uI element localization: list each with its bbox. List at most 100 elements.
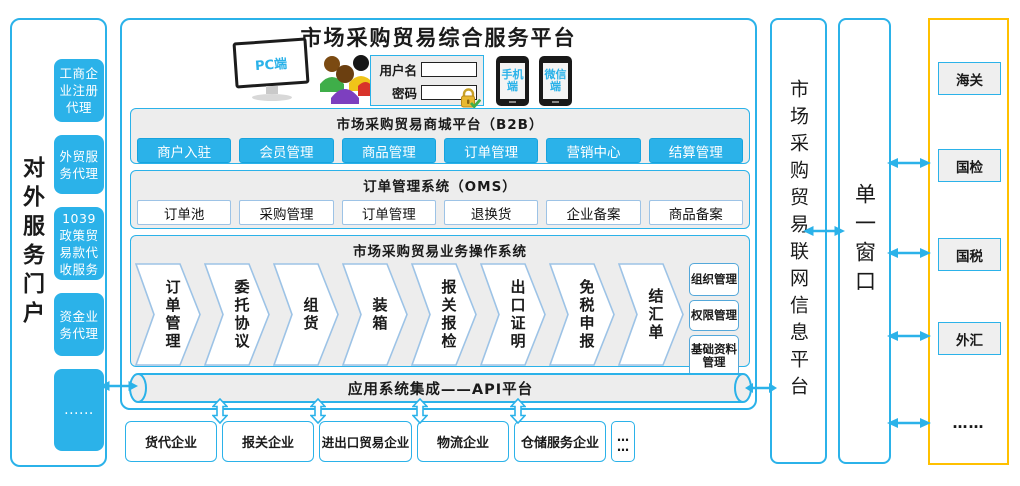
wechat-screen: 微信端 (543, 63, 568, 99)
agency-inspection: 国检 (938, 149, 1001, 182)
oms-section: 订单管理系统（OMS） 订单池 采购管理 订单管理 退换货 企业备案 商品备案 (130, 170, 750, 229)
username-row: 用户名 (377, 60, 477, 79)
oms-module-row: 订单池 采购管理 订单管理 退换货 企业备案 商品备案 (131, 195, 749, 225)
password-row: 密码 (377, 83, 482, 109)
portal-item-business-registration: 工商企业注册代理 (54, 59, 104, 122)
government-agencies-panel: 海关 国检 国税 外汇 …… (928, 18, 1009, 465)
arrow-api-customs-broker (309, 397, 327, 425)
api-platform-label: 应用系统集成——API平台 (347, 381, 534, 398)
oms-module-enterprise-filing: 企业备案 (546, 200, 641, 225)
portal-item-more: ...... (54, 369, 104, 451)
flow-step-label: 组货 (301, 296, 320, 333)
b2b-module-marketing-center: 营销中心 (546, 138, 641, 163)
b2b-module-product-mgmt: 商品管理 (341, 138, 436, 163)
portal-item-list: 工商企业注册代理 外贸服务代理 1039政策贸易款代收服务 资金业务代理 ...… (54, 59, 104, 451)
agency-customs: 海关 (938, 62, 1001, 95)
flow-step-label: 免税申报 (577, 278, 596, 351)
flow-step-tax-free-declaration: 免税申报 (549, 263, 615, 366)
platform-title: 市场采购贸易综合服务平台 (300, 26, 577, 50)
arrow-window-inspection (887, 155, 931, 169)
networked-info-platform: 市场采购贸易联网信息平台 (770, 18, 827, 464)
username-label: 用户名 (379, 62, 417, 78)
oms-module-product-filing: 商品备案 (648, 200, 743, 225)
b2b-module-merchant-entry: 商户入驻 (137, 138, 232, 163)
b2b-module-order-mgmt: 订单管理 (443, 138, 539, 163)
partner-more-dots: … (617, 429, 629, 444)
partner-more-box: … … (611, 421, 635, 462)
arrow-api-trader (411, 397, 429, 425)
partner-freight-forwarder: 货代企业 (125, 421, 217, 462)
wechat-terminal-icon: 微信端 (539, 56, 572, 106)
portal-title: 对外服务门户 (19, 155, 44, 330)
flow-step-label: 报关报检 (439, 278, 458, 351)
oms-module-purchase-mgmt: 采购管理 (239, 200, 334, 225)
oms-module-order-pool: 订单池 (137, 200, 232, 225)
wechat-terminal-label: 微信端 (544, 68, 567, 93)
partner-import-export-trader: 进出口贸易企业 (319, 421, 412, 462)
partner-customs-broker: 报关企业 (222, 421, 314, 462)
pc-terminal-label: PC端 (254, 56, 288, 74)
arrow-portal-api (100, 378, 138, 392)
flow-step-export-certificate: 出口证明 (480, 263, 546, 366)
username-input[interactable] (421, 61, 477, 77)
b2b-section-title: 市场采购贸易商城平台（B2B） (336, 117, 544, 133)
monitor-icon: PC端 (232, 37, 310, 89)
arrow-api-logistics (509, 397, 527, 425)
portal-item-capital-agency: 资金业务代理 (54, 293, 104, 356)
admin-module-organization: 组织管理 (689, 263, 739, 296)
mobile-screen: 手机端 (500, 63, 525, 99)
flow-step-container-loading: 装箱 (342, 263, 408, 366)
password-label: 密码 (391, 85, 417, 101)
partner-warehousing: 仓储服务企业 (514, 421, 606, 462)
arrow-network-single-window (803, 223, 845, 237)
lock-check-icon (457, 86, 482, 110)
ops-section-title: 市场采购贸易业务操作系统 (353, 244, 527, 260)
flow-step-label: 委托协议 (232, 278, 251, 351)
agency-more-dots: …… (952, 414, 985, 432)
business-operation-section: 市场采购贸易业务操作系统 订单管理 委托协议 组货 (130, 235, 750, 377)
arrow-window-more (887, 415, 931, 429)
b2b-module-settlement-mgmt: 结算管理 (648, 138, 743, 163)
flow-step-cargo-grouping: 组货 (273, 263, 339, 366)
api-platform-bus: 应用系统集成——API平台 (128, 372, 753, 404)
ops-body: 订单管理 委托协议 组货 装箱 (131, 260, 749, 377)
arrow-api-freight (211, 397, 229, 425)
b2b-mall-section: 市场采购贸易商城平台（B2B） 商户入驻 会员管理 商品管理 订单管理 营销中心… (130, 108, 750, 164)
monitor-base (252, 94, 292, 101)
arrow-api-network-platform (745, 380, 777, 394)
flow-step-label: 订单管理 (163, 278, 182, 351)
b2b-module-row: 商户入驻 会员管理 商品管理 订单管理 营销中心 结算管理 (131, 133, 749, 163)
admin-module-column: 组织管理 权限管理 基础资料管理 (689, 263, 739, 377)
partner-logistics: 物流企业 (417, 421, 509, 462)
external-service-portal: 对外服务门户 工商企业注册代理 外贸服务代理 1039政策贸易款代收服务 资金业… (10, 18, 107, 467)
flow-step-customs-declaration: 报关报检 (411, 263, 477, 366)
monitor-stand (266, 86, 278, 94)
arrow-window-forex (887, 328, 931, 342)
partner-more-dots: … (617, 439, 629, 454)
b2b-module-member-mgmt: 会员管理 (239, 138, 334, 163)
mobile-terminal-label: 手机端 (501, 68, 524, 93)
agency-tax: 国税 (938, 238, 1001, 271)
flow-step-label: 装箱 (370, 296, 389, 333)
flow-step-label: 出口证明 (508, 278, 527, 351)
flow-step-order-mgmt: 订单管理 (135, 263, 201, 366)
agency-forex: 外汇 (938, 322, 1001, 355)
oms-section-title: 订单管理系统（OMS） (363, 179, 517, 195)
oms-module-order-mgmt: 订单管理 (341, 200, 436, 225)
portal-item-1039-collection: 1039政策贸易款代收服务 (54, 207, 104, 280)
admin-module-basic-data: 基础资料管理 (689, 335, 739, 377)
login-panel: 用户名 密码 (370, 55, 484, 109)
single-window: 单一窗口 (838, 18, 891, 464)
portal-item-foreign-trade-agency: 外贸服务代理 (54, 135, 104, 194)
process-flow: 订单管理 委托协议 组货 装箱 (135, 263, 684, 377)
mobile-terminal-icon: 手机端 (496, 56, 529, 106)
oms-module-returns: 退换货 (443, 200, 539, 225)
users-group-icon (318, 50, 374, 106)
partner-enterprise-row: 货代企业 报关企业 进出口贸易企业 物流企业 仓储服务企业 … … (125, 421, 635, 462)
admin-module-permissions: 权限管理 (689, 300, 739, 331)
flow-step-entrust-agreement: 委托协议 (204, 263, 270, 366)
pc-terminal-icon: PC端 (230, 37, 314, 106)
arrow-window-tax (887, 245, 931, 259)
flow-step-settlement-note: 结汇单 (618, 263, 684, 366)
integrated-service-platform: 市场采购贸易综合服务平台 PC端 用户名 (120, 18, 757, 410)
